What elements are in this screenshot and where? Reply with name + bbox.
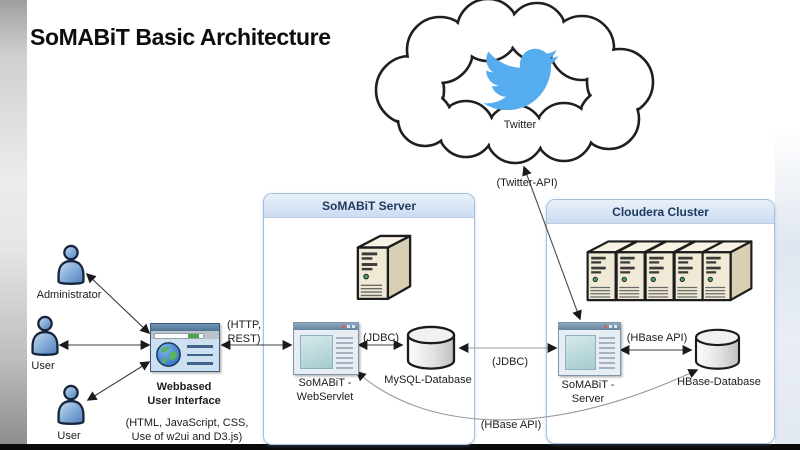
arrow-twitter-api <box>522 165 582 321</box>
user-bottom-label: User <box>57 430 81 442</box>
mysql-database-label: MySQL-Database <box>384 374 472 386</box>
jdbc-inner-label: (JDBC) <box>362 332 400 344</box>
person-icon-administrator <box>57 244 85 285</box>
browser-window-icon-webservlet <box>293 322 359 375</box>
browser-window-icon-webui <box>150 323 220 372</box>
window-dot <box>347 325 350 328</box>
left-edge-gradient <box>0 0 27 450</box>
arrow-user2-webui <box>86 361 151 401</box>
window-dot <box>609 325 612 328</box>
page-text-lines <box>187 339 213 371</box>
window-dot <box>342 325 345 328</box>
cloudera-cluster-panel-header: Cloudera Cluster <box>547 200 774 224</box>
page-text-lines <box>599 334 615 372</box>
jdbc-outer-label: (JDBC) <box>491 356 529 368</box>
user-top-label: User <box>31 360 55 372</box>
database-cylinder-icon-hbase <box>694 328 741 370</box>
somabit-server-label: SoMABiT - Server <box>561 379 615 406</box>
hbase-api-top-label: (HBase API) <box>626 332 688 344</box>
browser-titlebar <box>559 323 620 330</box>
twitter-label: Twitter <box>503 119 537 131</box>
somabit-server-panel: SoMABiT Server <box>263 193 475 445</box>
page-text-lines <box>336 334 353 372</box>
browser-window-icon-somabit-server <box>558 322 621 376</box>
person-icon-user-bottom <box>57 384 85 425</box>
cloud-shape <box>374 0 655 165</box>
window-dot <box>614 325 617 328</box>
webui-title: Webbased User Interface <box>147 381 221 408</box>
browser-titlebar <box>294 323 358 330</box>
hbase-database-label: HBase-Database <box>677 376 761 388</box>
hbase-api-bottom-label: (HBase API) <box>480 419 542 431</box>
window-dot <box>352 325 355 328</box>
database-cylinder-icon-mysql <box>406 325 456 370</box>
tower-server-icon <box>701 240 753 302</box>
http-rest-label: (HTTP, REST) <box>226 319 262 346</box>
bottom-black-bar <box>0 444 800 450</box>
globe-icon <box>156 342 181 367</box>
twitter-bird-icon <box>483 48 559 111</box>
cloudera-cluster-panel: Cloudera Cluster <box>546 199 775 444</box>
webservlet-label: SoMABiT - WebServlet <box>296 377 354 404</box>
tower-server-icon <box>356 234 412 301</box>
right-edge-gradient <box>775 0 800 450</box>
twitter-bird-path <box>483 48 559 111</box>
content-pane <box>300 335 333 369</box>
progress-bar <box>154 333 204 339</box>
window-dot <box>604 325 607 328</box>
browser-toolbar <box>151 331 219 339</box>
browser-titlebar <box>151 324 219 331</box>
somabit-server-panel-header: SoMABiT Server <box>264 194 474 218</box>
page-title: SoMABiT Basic Architecture <box>30 24 331 50</box>
webui-tech-note: (HTML, JavaScript, CSS, Use of w2ui and … <box>125 417 249 444</box>
twitter-api-label: (Twitter-API) <box>496 177 558 189</box>
arrow-admin-webui <box>85 272 151 335</box>
person-icon-user-top <box>31 315 59 356</box>
content-pane <box>565 335 596 370</box>
administrator-label: Administrator <box>36 289 102 301</box>
arrow-webservlet-hbase-curve <box>355 369 699 421</box>
